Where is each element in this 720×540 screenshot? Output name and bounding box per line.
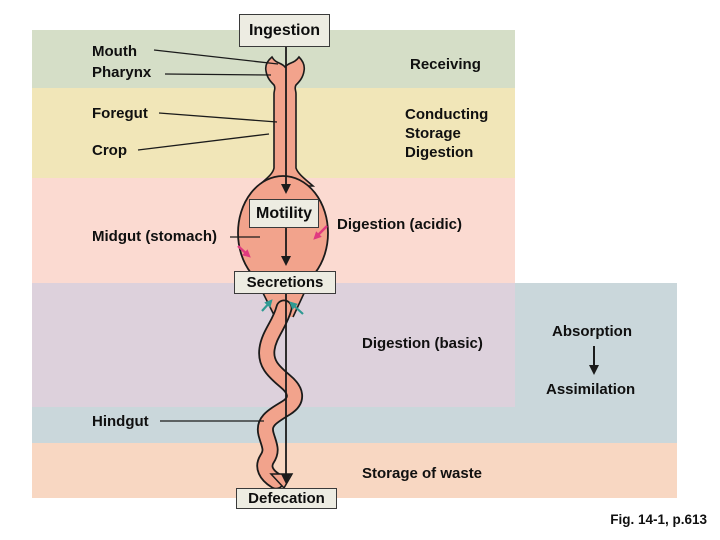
midgut-label: Midgut (stomach) [92,228,217,245]
crop-label: Crop [92,142,127,159]
digestion-label: Digestion [405,144,474,161]
teal-arrow-left [261,299,273,312]
digestion-acidic-label: Digestion (acidic) [337,216,463,233]
band-hindgut [32,407,677,443]
teal-arrow-right [289,301,304,315]
pharynx-leader-line [164,73,272,76]
basic-secretion-arrows [261,299,304,315]
conducting-label: Conducting [405,106,489,123]
foregut-label: Foregut [92,105,148,122]
figure-caption: Fig. 14-1, p.613 [610,512,707,527]
motility-box: Motility [249,199,319,228]
assimilation-label: Assimilation [546,381,636,398]
mouth-label: Mouth [92,43,137,60]
digestion-basic-label: Digestion (basic) [362,335,483,352]
absorption-label: Absorption [552,323,632,340]
receiving-label: Receiving [410,56,481,73]
defecation-box: Defecation [236,488,337,509]
hindgut-label: Hindgut [92,413,149,430]
pharynx-label: Pharynx [92,64,152,81]
acid-arrow-right [313,225,328,240]
crop-leader-line [137,133,270,151]
acid-arrow-left [237,245,251,258]
band-storage-of-waste [32,443,677,498]
storage-label: Storage [405,125,461,142]
ingestion-box: Ingestion [239,14,330,47]
storage-of-waste-label: Storage of waste [362,465,483,482]
leader-lines [137,49,279,422]
secretions-box: Secretions [234,271,336,294]
acid-secretion-arrows [237,225,328,258]
mouth-leader-line [153,49,279,65]
foregut-leader-line [158,112,278,123]
band-absorption [515,283,677,407]
